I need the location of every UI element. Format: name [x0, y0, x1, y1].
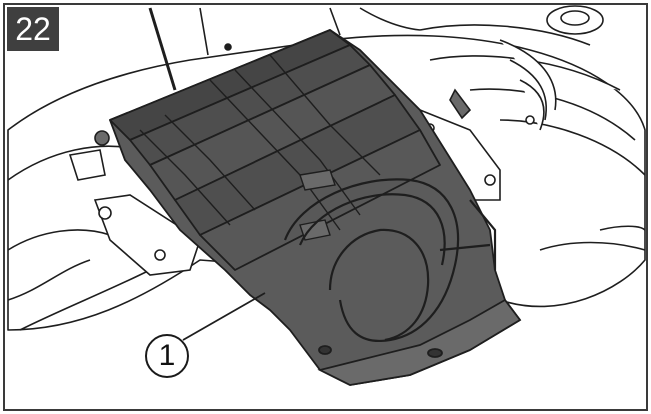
frame-border: [3, 3, 648, 411]
callout-1: 1: [145, 334, 189, 378]
bag-handle: [283, 178, 497, 343]
pulley: [224, 5, 604, 131]
step-number-badge: 22: [7, 7, 59, 51]
callout-leader-line: [182, 292, 266, 341]
bag-bottom-plate: [317, 298, 522, 386]
left-bracket: [68, 130, 201, 276]
bag-seams: [139, 54, 381, 241]
